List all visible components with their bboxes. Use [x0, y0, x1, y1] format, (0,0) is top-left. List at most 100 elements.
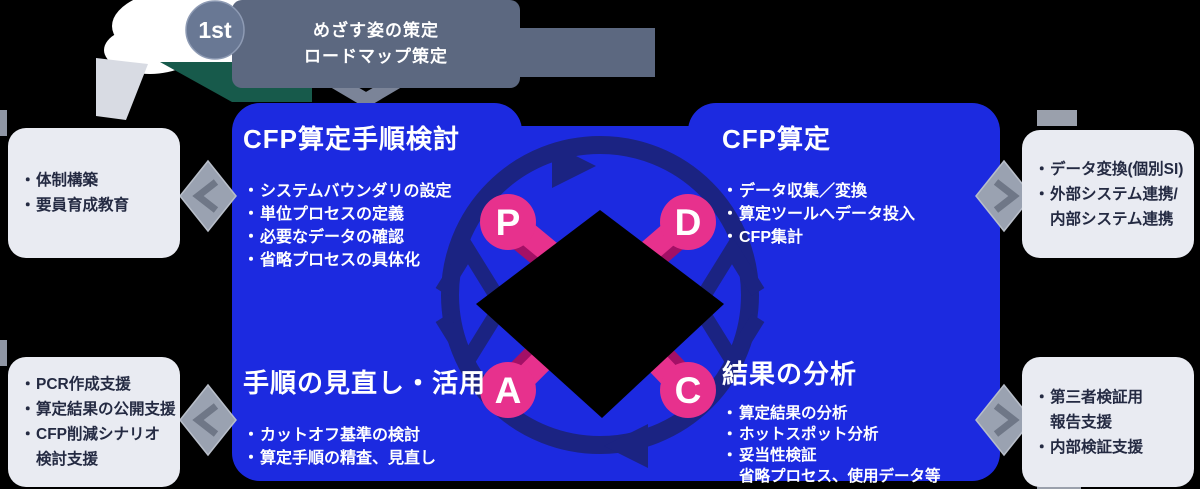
panel-line: ・内部検証支援 [1034, 435, 1190, 460]
bullet: ・ [20, 172, 36, 189]
list-item-text: 妥当性検証 [739, 447, 817, 464]
panel-line: ・第三者検証用 [1034, 385, 1190, 410]
list-item-text: 算定手順の精査、見直し [260, 450, 437, 467]
right-arrow-icon [993, 179, 1020, 213]
edge-artifact [0, 110, 7, 136]
diamond-shape [179, 159, 237, 233]
bullet: ・ [1034, 160, 1050, 178]
bullet: ・ [243, 450, 260, 467]
quadrant-do-list: ・データ収集／変換 ・算定ツールへデータ投入 ・CFP集計 [722, 180, 915, 249]
bullet: ・ [722, 229, 739, 246]
banner-title-line2: ロードマップ策定 [304, 47, 448, 66]
panel-line-text: 検討支援 [36, 451, 99, 468]
quadrant-act-title: 手順の見直し・活用 [243, 368, 487, 398]
bullet: ・ [20, 401, 36, 418]
panel-line-continuation: 検討支援 [20, 447, 176, 472]
panel-left-top: ・体制構築 ・要員育成教育 [8, 128, 180, 258]
banner-extension [505, 28, 655, 77]
check-letter: C [675, 370, 702, 411]
panel-left-bottom: ・PCR作成支援 ・算定結果の公開支援 ・CFP削減シナリオ 検討支援 [8, 357, 180, 487]
bullet: ・ [243, 183, 260, 200]
bullet: ・ [722, 426, 738, 443]
list-item: ・妥当性検証 [722, 445, 941, 466]
panel-line-text: PCR作成支援 [36, 376, 131, 393]
list-item: ・算定結果の分析 [722, 403, 941, 424]
panel-line: ・外部システム連携/ [1034, 182, 1190, 207]
bullet: ・ [243, 427, 260, 444]
bullet: ・ [1034, 438, 1050, 456]
quadrant-check: 結果の分析 ・算定結果の分析 ・ホットスポット分析 ・妥当性検証 省略プロセス、… [722, 354, 941, 487]
list-item: ・算定ツールへデータ投入 [722, 203, 915, 226]
list-item: ・システムバウンダリの設定 [243, 180, 460, 203]
panel-line: ・PCR作成支援 [20, 372, 176, 397]
panel-line: ・要員育成教育 [20, 193, 176, 218]
panel-line: ・体制構築 [20, 168, 176, 193]
quadrant-do-title: CFP算定 [722, 124, 832, 154]
do-letter: D [675, 202, 702, 243]
bullet: ・ [722, 183, 739, 200]
edge-artifact [1037, 110, 1077, 126]
list-item-text: 省略プロセスの具体化 [260, 252, 421, 269]
gray-wedge [96, 58, 148, 120]
panel-line: ・データ変換(個別SI) [1034, 157, 1190, 182]
list-item: ・ホットスポット分析 [722, 424, 941, 445]
banner-shape [232, 0, 520, 88]
list-item-text: システムバウンダリの設定 [260, 183, 452, 200]
banner-title: めざす姿の策定 ロードマップ策定 [232, 0, 520, 88]
banner-title-line1: めざす姿の策定 [313, 21, 439, 40]
plan-letter: P [496, 202, 521, 243]
list-item: ・単位プロセスの定義 [243, 203, 460, 226]
list-item: ・必要なデータの確認 [243, 226, 460, 249]
panel-line-text: 第三者検証用 [1050, 388, 1144, 406]
quadrant-act: 手順の見直し・活用 ・カットオフ基準の検討 ・算定手順の精査、見直し [243, 363, 486, 470]
bullet: ・ [20, 197, 36, 214]
bullet: ・ [722, 447, 738, 464]
act-circle [480, 362, 536, 418]
list-item-text: カットオフ基準の検討 [260, 427, 421, 444]
act-letter: A [495, 370, 522, 411]
bullet: ・ [20, 376, 36, 393]
list-item-text: 必要なデータの確認 [260, 229, 405, 246]
bullet: ・ [243, 252, 260, 269]
center-diamond [476, 210, 724, 418]
blue-column-right [688, 103, 1000, 481]
quadrant-plan-title: CFP算定手順検討 [243, 124, 461, 154]
quadrant-plan-list: ・システムバウンダリの設定 ・単位プロセスの定義 ・必要なデータの確認 ・省略プ… [243, 180, 460, 272]
list-item-text: 省略プロセス、使用データ等 [739, 468, 941, 485]
bullet: ・ [243, 229, 260, 246]
first-step-badge [185, 0, 245, 60]
panel-line-text: データ変換(個別SI) [1050, 160, 1184, 178]
panel-line-text: 算定結果の公開支援 [36, 401, 176, 418]
ring-chevron-left-up-icon [435, 235, 501, 296]
arrow-diamond-left-top [179, 159, 237, 233]
ring-chevron-right-down-icon [699, 314, 765, 375]
list-item-text: ホットスポット分析 [739, 426, 879, 443]
list-item-text: 算定結果の分析 [739, 405, 848, 422]
list-item-text: CFP集計 [739, 229, 804, 246]
diamond-shape [179, 383, 237, 457]
panel-line: ・算定結果の公開支援 [20, 397, 176, 422]
do-circle [660, 194, 716, 250]
quadrant-act-list: ・カットオフ基準の検討 ・算定手順の精査、見直し [243, 424, 486, 470]
panel-line-text: 報告支援 [1050, 413, 1113, 431]
arrow-diamond-left-bottom [179, 383, 237, 457]
panel-line-text: 内部システム連携 [1050, 210, 1174, 228]
edge-artifact [0, 340, 7, 366]
panel-line-continuation: 内部システム連携 [1034, 207, 1190, 232]
quadrant-check-title: 結果の分析 [722, 359, 858, 389]
panel-line-text: 体制構築 [36, 172, 99, 189]
list-item: ・省略プロセスの具体化 [243, 249, 460, 272]
list-item: ・カットオフ基準の検討 [243, 424, 486, 447]
bullet: ・ [20, 426, 36, 443]
bullet: ・ [722, 206, 739, 223]
left-arrow-icon [192, 403, 219, 437]
panel-line: ・CFP削減シナリオ [20, 422, 176, 447]
list-item-text: 算定ツールへデータ投入 [739, 206, 916, 223]
list-item-continuation: 省略プロセス、使用データ等 [722, 466, 941, 487]
list-item-text: 単位プロセスの定義 [260, 206, 405, 223]
bullet: ・ [243, 206, 260, 223]
panel-line-continuation: 報告支援 [1034, 410, 1190, 435]
first-step-badge-label: 1st [198, 17, 232, 43]
